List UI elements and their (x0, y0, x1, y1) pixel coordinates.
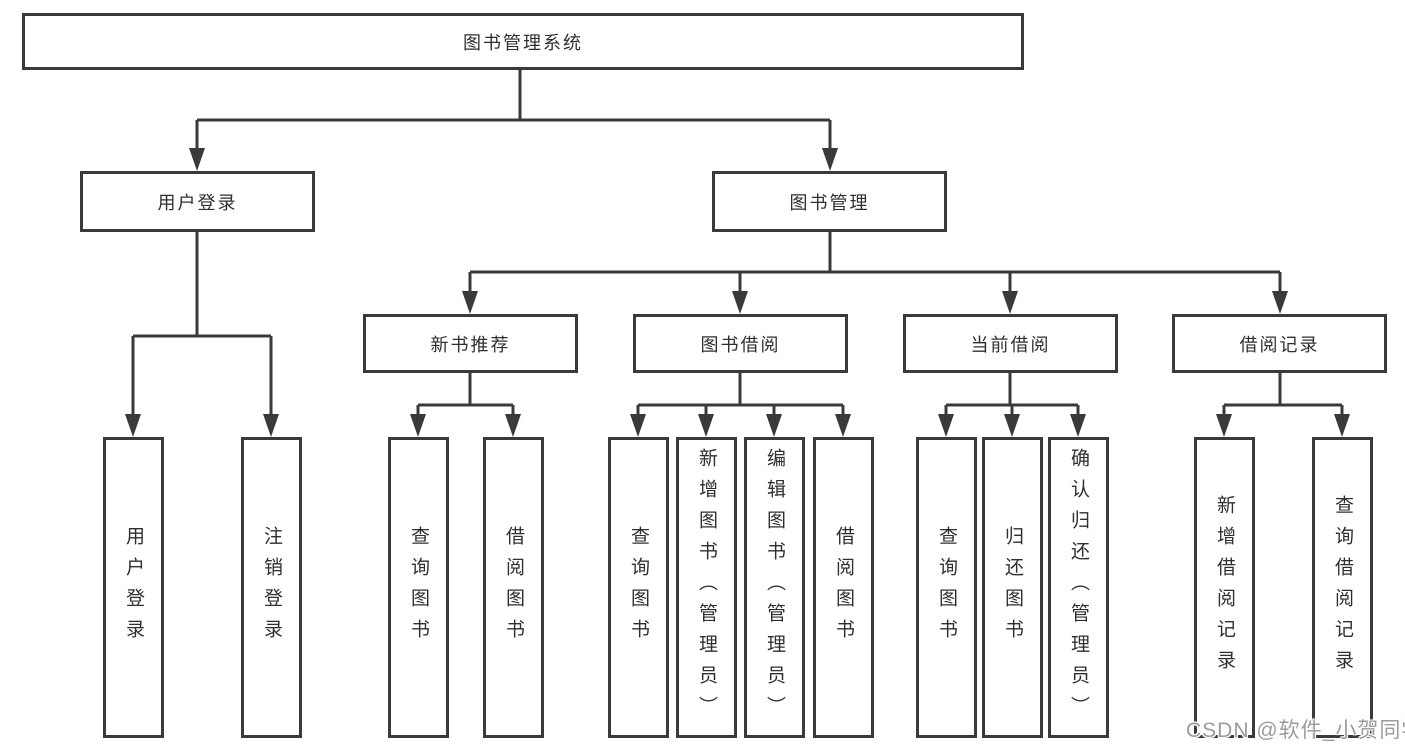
edge-borrow-stem (636, 373, 845, 416)
leaf-borrow-books: 借阅图书 (813, 437, 874, 738)
arrowheads (125, 148, 1350, 437)
node-current-borrowing: 当前借阅 (903, 314, 1118, 373)
node-label: 当前借阅 (970, 334, 1051, 355)
node-user-login: 用户登录 (80, 171, 315, 232)
node-label: 查询图书 (628, 525, 649, 650)
node-borrowing-records: 借阅记录 (1172, 314, 1387, 373)
leaf-return-book: 归还图书 (982, 437, 1043, 738)
node-label: 新增图书（管理员） (696, 448, 717, 727)
leaf-confirm-return-admin: 确认归还（管理员） (1048, 437, 1109, 738)
node-label: 借阅记录 (1239, 334, 1320, 355)
leaf-user-login: 用户登录 (103, 437, 164, 738)
leaf-add-book-admin: 新增图书（管理员） (676, 437, 737, 738)
edge-userlogin-stem (131, 232, 273, 416)
edge-current-stem (944, 373, 1080, 416)
node-label: 确认归还（管理员） (1068, 448, 1089, 727)
node-root-system: 图书管理系统 (22, 13, 1024, 70)
node-label: 图书管理 (789, 192, 870, 213)
edge-bookmgmt-stem (468, 232, 1282, 293)
node-label: 图书借阅 (700, 334, 781, 355)
node-label: 查询图书 (408, 525, 429, 650)
csdn-watermark: CSDN @软件_小贺同学 (1186, 719, 1405, 742)
node-label: 新书推荐 (430, 334, 511, 355)
node-book-borrowing: 图书借阅 (633, 314, 848, 373)
node-label: 图书管理系统 (463, 32, 583, 53)
node-label: 新增借阅记录 (1214, 494, 1235, 681)
leaf-query-books-borrow: 查询图书 (608, 437, 669, 738)
node-label: 用户登录 (123, 525, 144, 650)
leaf-query-borrow-record: 查询借阅记录 (1312, 437, 1373, 738)
node-label: 借阅图书 (833, 525, 854, 650)
node-label: 借阅图书 (503, 525, 524, 650)
node-label: 查询图书 (936, 525, 957, 650)
leaf-logout: 注销登录 (241, 437, 302, 738)
node-new-book-recommendation: 新书推荐 (363, 314, 578, 373)
leaf-query-books-recommend: 查询图书 (388, 437, 449, 738)
edge-records-stem (1222, 373, 1344, 416)
node-book-management: 图书管理 (712, 171, 947, 232)
leaf-query-books-current: 查询图书 (916, 437, 977, 738)
node-label: 查询借阅记录 (1332, 494, 1353, 681)
leaf-borrow-books-recommend: 借阅图书 (483, 437, 544, 738)
edge-newbook-stem (416, 373, 515, 416)
node-label: 注销登录 (261, 525, 282, 650)
leaf-add-borrow-record: 新增借阅记录 (1194, 437, 1255, 738)
node-label: 编辑图书（管理员） (764, 448, 785, 727)
leaf-edit-book-admin: 编辑图书（管理员） (744, 437, 805, 738)
edge-root-stem (195, 70, 832, 150)
node-label: 用户登录 (157, 192, 238, 213)
node-label: 归还图书 (1002, 525, 1023, 650)
